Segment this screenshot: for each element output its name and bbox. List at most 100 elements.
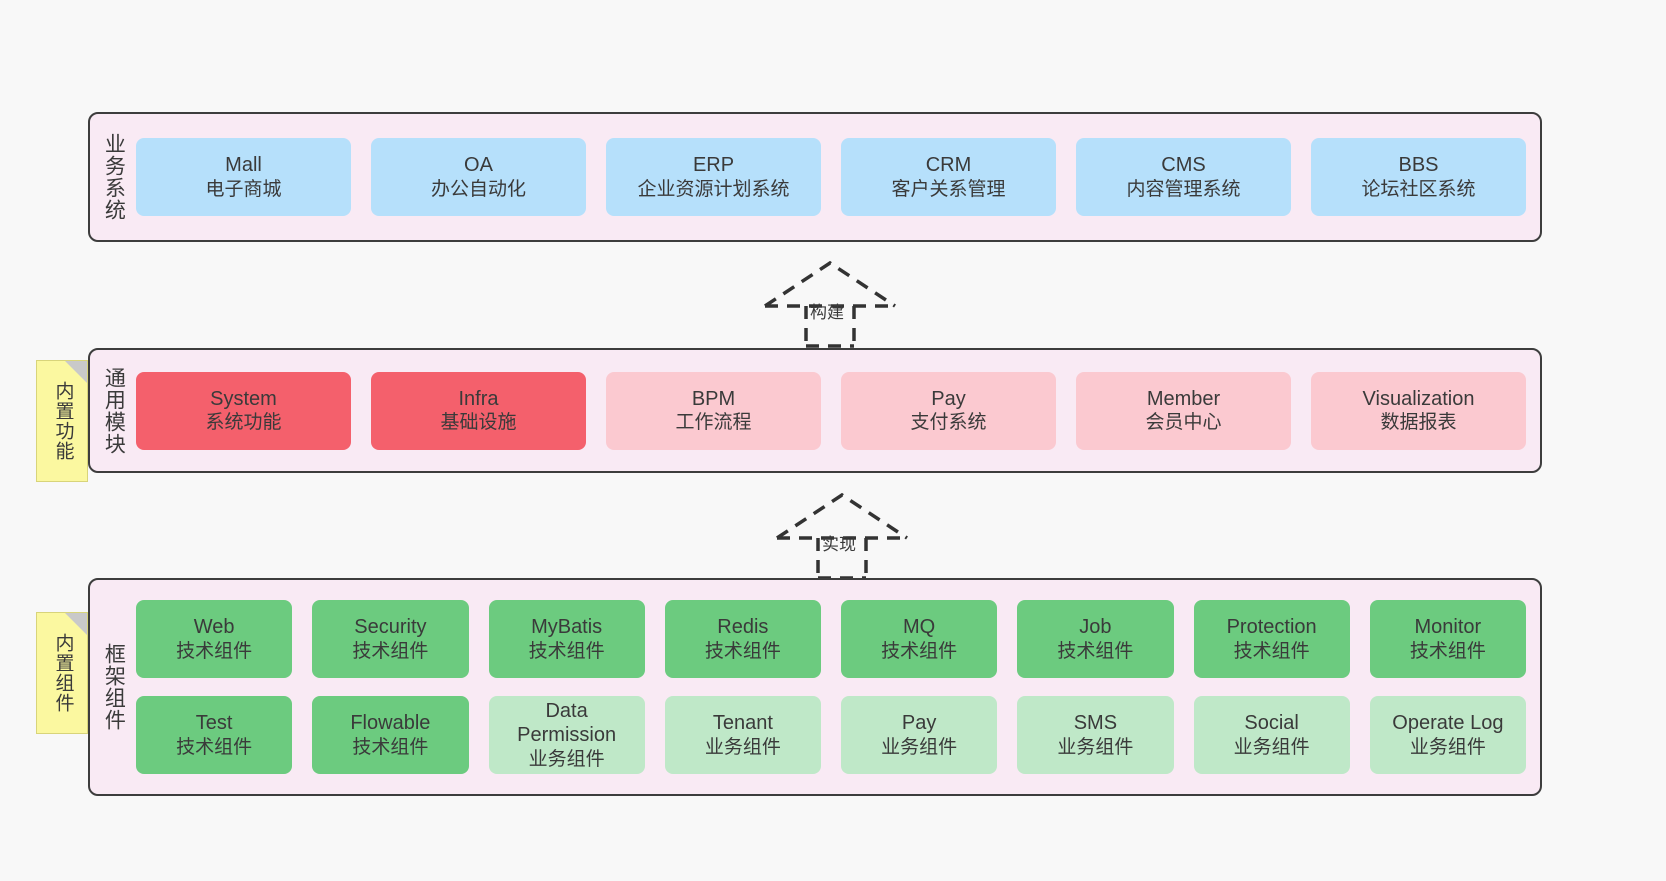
card-title: ERP (692, 154, 735, 177)
card-operate-log[interactable]: Operate Log 业务组件 (1369, 696, 1526, 774)
card-subtitle: 技术组件 (1409, 640, 1486, 662)
card-subtitle: 支付系统 (910, 412, 987, 434)
card-sms[interactable]: SMS 业务组件 (1017, 696, 1174, 774)
card-title: Mall (225, 154, 262, 177)
card-row: Web 技术组件 Security 技术组件 MyBatis 技术组件 Redi… (136, 600, 1526, 678)
card-flowable[interactable]: Flowable 技术组件 (312, 696, 469, 774)
card-subtitle: 电子商城 (205, 178, 282, 200)
card-title: Tenant (712, 712, 773, 735)
card-crm[interactable]: CRM 客户关系管理 (841, 138, 1056, 216)
card-redis[interactable]: Redis 技术组件 (664, 600, 821, 678)
card-subtitle: 数据报表 (1380, 412, 1457, 434)
card-title: Data Permission (517, 700, 617, 747)
card-subtitle: 内容管理系统 (1126, 178, 1241, 200)
card-subtitle: 技术组件 (176, 736, 253, 758)
card-row: Mall 电子商城 OA 办公自动化 ERP 企业资源计划系统 CRM 客户关系… (136, 138, 1526, 216)
card-visualization[interactable]: Visualization 数据报表 (1311, 371, 1526, 450)
card-title: CRM (925, 154, 972, 177)
layer-body-business-system: Mall 电子商城 OA 办公自动化 ERP 企业资源计划系统 CRM 客户关系… (136, 114, 1540, 240)
card-title: CMS (1161, 154, 1206, 177)
card-protection[interactable]: Protection 技术组件 (1193, 600, 1350, 678)
card-title: MQ (903, 616, 936, 639)
card-security[interactable]: Security 技术组件 (312, 600, 469, 678)
connector-build: 构建 (760, 258, 900, 348)
card-social[interactable]: Social 业务组件 (1193, 696, 1350, 774)
card-subtitle: 基础设施 (440, 412, 517, 434)
card-title: Protection (1226, 616, 1317, 639)
card-title: Visualization (1362, 387, 1475, 410)
card-subtitle: 业务组件 (881, 736, 958, 758)
layer-common-module: 通用模块 System 系统功能 Infra 基础设施 BPM 工作流程 Pay… (88, 348, 1542, 473)
card-title: Pay (931, 387, 966, 410)
connector-implement-label: 实现 (822, 535, 856, 554)
card-pay[interactable]: Pay 支付系统 (841, 371, 1056, 450)
card-subtitle: 技术组件 (352, 736, 429, 758)
card-cms[interactable]: CMS 内容管理系统 (1076, 138, 1291, 216)
card-subtitle: 企业资源计划系统 (637, 178, 790, 200)
card-mq[interactable]: MQ 技术组件 (841, 600, 998, 678)
card-subtitle: 业务组件 (704, 736, 781, 758)
card-subtitle: 系统功能 (205, 412, 282, 434)
card-title: BBS (1398, 154, 1439, 177)
card-subtitle: 办公自动化 (430, 178, 526, 200)
card-row: System 系统功能 Infra 基础设施 BPM 工作流程 Pay 支付系统… (136, 371, 1526, 450)
card-title: Job (1079, 616, 1112, 639)
card-subtitle: 会员中心 (1145, 412, 1222, 434)
card-subtitle: 论坛社区系统 (1361, 178, 1476, 200)
card-title: Operate Log (1392, 712, 1504, 735)
card-web[interactable]: Web 技术组件 (136, 600, 293, 678)
card-title: Pay (901, 712, 937, 735)
card-job[interactable]: Job 技术组件 (1017, 600, 1174, 678)
card-title: SMS (1073, 712, 1118, 735)
card-title: BPM (691, 387, 736, 410)
card-oa[interactable]: OA 办公自动化 (371, 138, 586, 216)
card-subtitle: 技术组件 (176, 640, 253, 662)
card-system[interactable]: System 系统功能 (136, 371, 351, 450)
card-bbs[interactable]: BBS 论坛社区系统 (1311, 138, 1526, 216)
card-subtitle: 技术组件 (352, 640, 429, 662)
card-member[interactable]: Member 会员中心 (1076, 371, 1291, 450)
card-subtitle: 业务组件 (528, 748, 605, 770)
card-pay-component[interactable]: Pay 业务组件 (841, 696, 998, 774)
card-mall[interactable]: Mall 电子商城 (136, 138, 351, 216)
card-title: System (210, 387, 277, 410)
layer-business-system: 业务系统 Mall 电子商城 OA 办公自动化 ERP 企业资源计划系统 CRM… (88, 112, 1542, 242)
card-subtitle: 业务组件 (1057, 736, 1134, 758)
card-subtitle: 技术组件 (528, 640, 605, 662)
card-title: Redis (717, 616, 769, 639)
card-title: Security (354, 616, 427, 639)
card-subtitle: 技术组件 (1057, 640, 1134, 662)
note-fold-corner (65, 613, 87, 635)
card-tenant[interactable]: Tenant 业务组件 (664, 696, 821, 774)
card-title: Social (1244, 712, 1299, 735)
layer-body-framework-component: Web 技术组件 Security 技术组件 MyBatis 技术组件 Redi… (136, 580, 1540, 794)
card-subtitle: 技术组件 (704, 640, 781, 662)
connector-build-label: 构建 (810, 303, 844, 322)
note-builtin-feature-text: 内置功能 (52, 381, 74, 461)
arrowhead-triangle (776, 492, 908, 540)
card-title: Test (195, 712, 233, 735)
card-infra[interactable]: Infra 基础设施 (371, 371, 586, 450)
card-subtitle: 技术组件 (881, 640, 958, 662)
card-title: Web (193, 616, 235, 639)
note-builtin-component: 内置组件 (36, 612, 88, 734)
card-title: OA (464, 154, 493, 177)
card-subtitle: 工作流程 (675, 412, 752, 434)
card-title: MyBatis (531, 616, 603, 639)
card-erp[interactable]: ERP 企业资源计划系统 (606, 138, 821, 216)
card-title: Flowable (350, 712, 431, 735)
arrow-stem (804, 306, 856, 348)
card-monitor[interactable]: Monitor 技术组件 (1369, 600, 1526, 678)
note-fold-corner (65, 361, 87, 383)
card-test[interactable]: Test 技术组件 (136, 696, 293, 774)
card-title: Member (1146, 387, 1221, 410)
card-subtitle: 技术组件 (1233, 640, 1310, 662)
connector-implement: 实现 (772, 490, 912, 580)
note-builtin-component-text: 内置组件 (52, 633, 74, 713)
card-subtitle: 业务组件 (1409, 736, 1486, 758)
card-data-permission[interactable]: Data Permission 业务组件 (488, 696, 645, 774)
card-mybatis[interactable]: MyBatis 技术组件 (488, 600, 645, 678)
card-bpm[interactable]: BPM 工作流程 (606, 371, 821, 450)
note-builtin-feature: 内置功能 (36, 360, 88, 482)
card-subtitle: 客户关系管理 (891, 178, 1006, 200)
